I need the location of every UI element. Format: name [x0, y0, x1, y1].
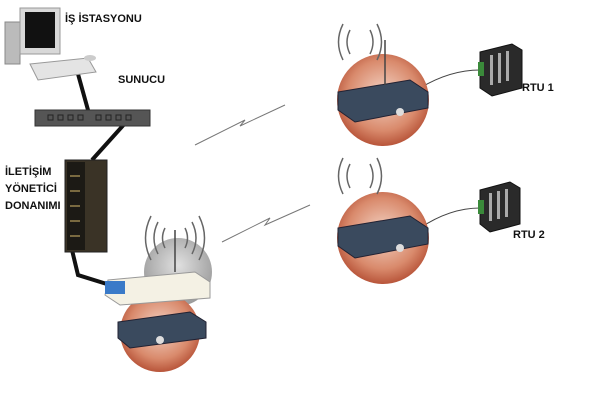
comm-hardware-label-line: YÖNETİCİ — [5, 183, 57, 195]
cable-workstation-server — [76, 73, 90, 111]
cable-rtu2 — [419, 207, 481, 229]
rtu1-label: RTU 1 — [522, 82, 554, 94]
antenna-signal-icon — [337, 23, 383, 61]
server-label: SUNUCU — [118, 74, 166, 86]
wireless-link-1 — [194, 104, 286, 146]
rtu1-device-icon — [478, 43, 523, 97]
cable-comm-radio — [70, 249, 111, 287]
rtu-cables — [419, 69, 481, 229]
server-switch-icon — [34, 109, 151, 127]
antenna-signal-icon — [337, 157, 383, 195]
wireless-link-2 — [221, 204, 311, 243]
workstation-label: İŞ İSTASYONU — [65, 13, 142, 25]
comm-hardware-label-line: DONANIMI — [5, 200, 61, 212]
cable-rtu1 — [419, 69, 481, 89]
cable-server-comm — [90, 118, 130, 162]
master-radio-icon — [104, 215, 212, 372]
comm-manager-hardware-icon — [64, 159, 108, 253]
rtu1-radio-icon — [337, 23, 429, 146]
rtu2-radio-icon — [337, 157, 429, 284]
comm-hardware-label-line: İLETİŞİM — [5, 166, 52, 178]
rtu2-label: RTU 2 — [513, 229, 545, 241]
rtu2-device-icon — [478, 181, 521, 233]
workstation-icon — [4, 7, 97, 81]
wireless-links — [194, 104, 311, 243]
comm-hardware-label: İLETİŞİM YÖNETİCİ DONANIMI — [5, 164, 61, 215]
cables — [70, 73, 130, 287]
antenna-signal-icon — [144, 215, 206, 261]
